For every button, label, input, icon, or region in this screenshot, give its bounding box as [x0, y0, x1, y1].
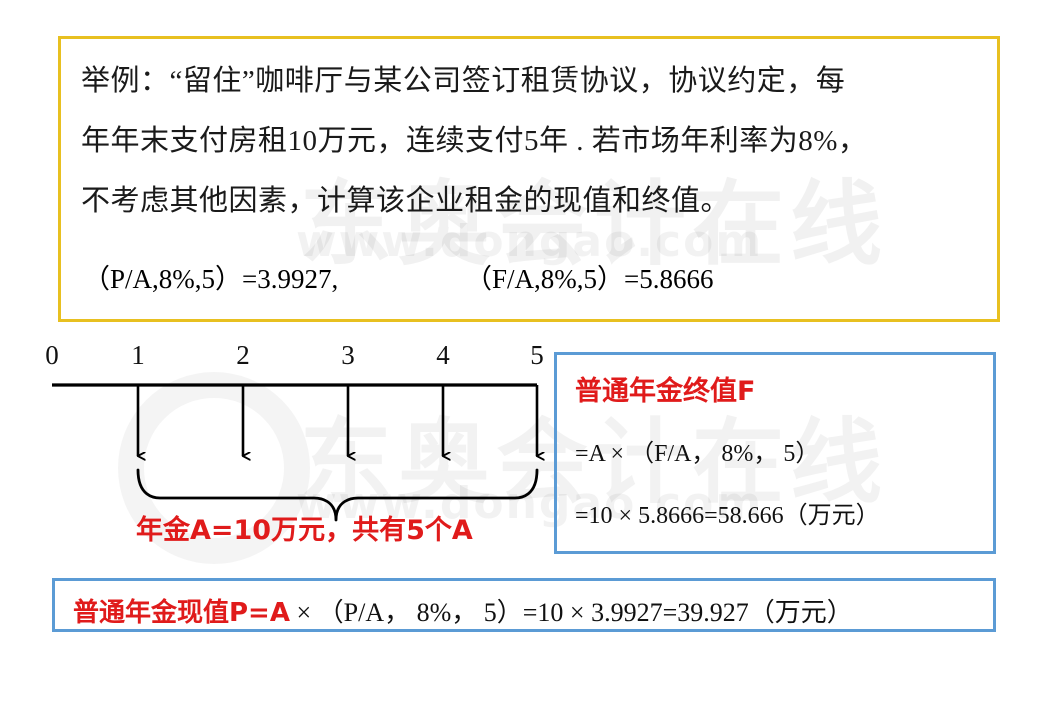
- annuity-brace: [136, 468, 539, 522]
- timeline-tick-label-2: 2: [236, 340, 250, 370]
- timeline-tick-label-0: 0: [45, 340, 59, 370]
- future-value-formula: =A × （F/A， 8%， 5）: [575, 441, 820, 467]
- pa-factor-value: （P/A,8%,5）=3.9927,: [83, 264, 339, 294]
- future-value-result: =10 × 5.8666=58.666（万元）: [575, 503, 880, 529]
- present-value-box: 普通年金现值P=A × （P/A， 8%， 5）=10 × 3.9927=39.…: [52, 578, 996, 632]
- timeline-brace-group: [136, 468, 539, 522]
- timeline-svg: [52, 383, 600, 522]
- timeline-tick-label-3: 3: [341, 340, 355, 370]
- timeline-arrow-group: [136, 385, 537, 456]
- present-value-formula: 普通年金现值P=A × （P/A， 8%， 5）=10 × 3.9927=39.…: [73, 592, 853, 629]
- present-value-label: 普通年金现值P=A: [73, 598, 290, 628]
- timeline-tick-label-5: 5: [530, 340, 544, 370]
- example-line-2: 年年末支付房租10万元，连续支付5年 . 若市场年利率为8%，: [81, 125, 868, 157]
- fa-factor-value: （F/A,8%,5）=5.8666: [464, 264, 714, 294]
- cash-flow-timeline: 0 1 2 3 4 5: [0, 340, 600, 580]
- example-line-1: 举例：“留住”咖啡厅与某公司签订租赁协议，协议约定，每: [81, 65, 846, 97]
- present-value-expression: × （P/A， 8%， 5）=10 × 3.9927=39.927（万元）: [289, 598, 853, 627]
- future-value-box: 普通年金终值F =A × （F/A， 8%， 5） =10 × 5.8666=5…: [554, 352, 996, 554]
- future-value-title: 普通年金终值F: [575, 376, 756, 407]
- example-line-3: 不考虑其他因素，计算该企业租金的现值和终值。: [81, 185, 731, 217]
- example-factor-row: （P/A,8%,5）=3.9927, （F/A,8%,5）=5.8666: [83, 257, 713, 296]
- example-box: 举例：“留住”咖啡厅与某公司签订租赁协议，协议约定，每 年年末支付房租10万元，…: [58, 36, 1000, 322]
- timeline-tick-label-1: 1: [131, 340, 145, 370]
- annuity-annotation: 年金A=10万元，共有5个A: [136, 515, 473, 546]
- timeline-tick-label-4: 4: [436, 340, 450, 370]
